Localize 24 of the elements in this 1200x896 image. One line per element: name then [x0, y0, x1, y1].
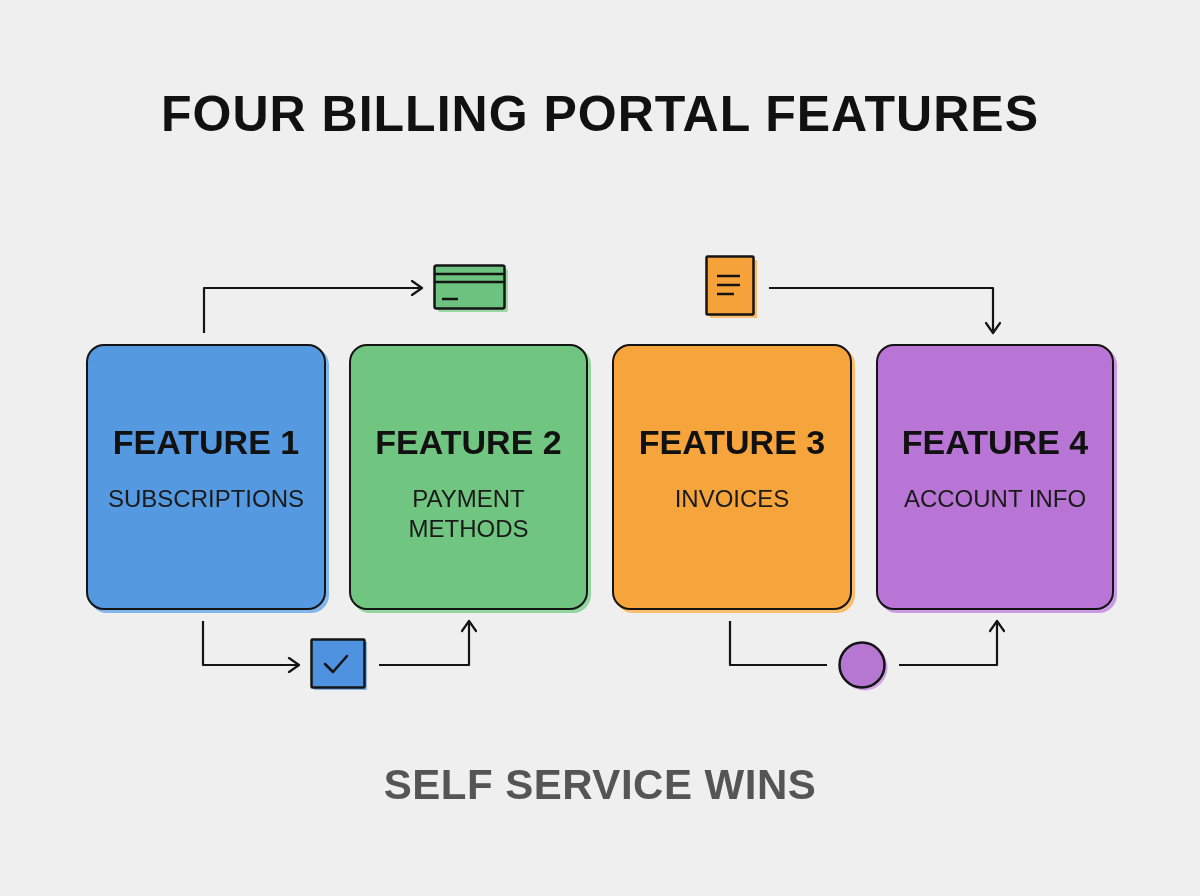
- feature-card: [349, 344, 588, 610]
- document-icon: [705, 255, 758, 319]
- arrow: [769, 286, 1002, 335]
- title: FOUR BILLING PORTAL FEATURES: [161, 85, 1039, 144]
- arrow: [899, 619, 1006, 667]
- feature-label: SUBSCRIPTIONS: [108, 484, 304, 514]
- feature-heading: FEATURE 2: [375, 422, 562, 462]
- arrow: [201, 621, 301, 674]
- checkbox-icon: [310, 638, 368, 691]
- feature-heading: FEATURE 4: [901, 422, 1089, 462]
- circle-icon: [838, 641, 888, 691]
- feature-card: [612, 344, 852, 610]
- feature-heading: FEATURE 1: [112, 422, 300, 462]
- feature-card: [86, 344, 326, 610]
- arrow: [202, 279, 424, 333]
- feature-card: [876, 344, 1114, 610]
- feature-label: PAYMENT METHODS: [407, 484, 530, 544]
- feature-label: ACCOUNT INFO: [903, 484, 1087, 514]
- arrow: [379, 619, 478, 667]
- connector-line: [728, 621, 827, 667]
- feature-heading: FEATURE 3: [638, 422, 826, 462]
- caption: SELF SERVICE WINS: [383, 760, 817, 810]
- credit-card-icon: [433, 264, 509, 313]
- feature-label: INVOICES: [674, 484, 790, 514]
